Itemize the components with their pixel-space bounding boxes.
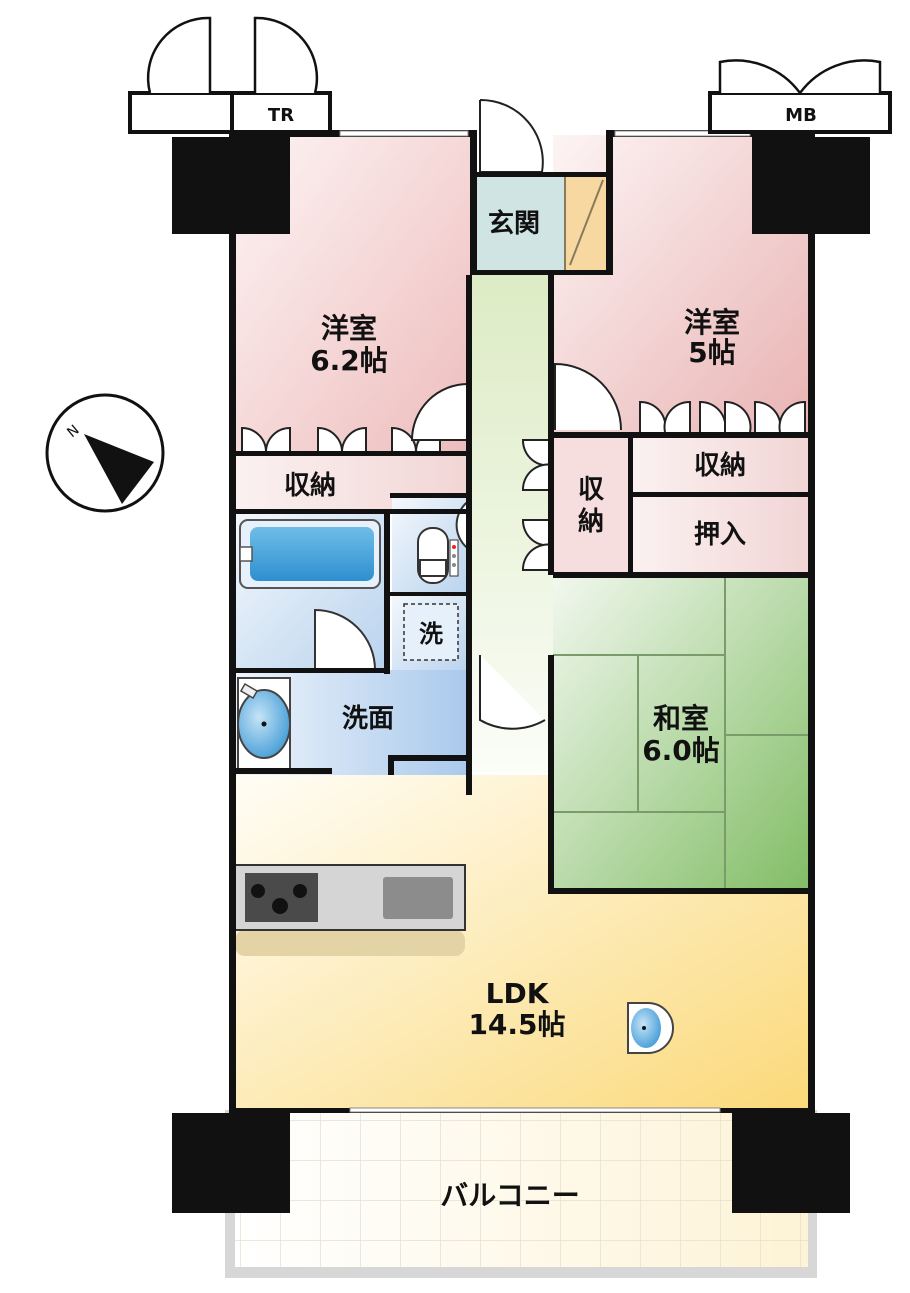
storage-3-floor — [631, 435, 808, 495]
western-room-2-name: 洋室 — [684, 306, 740, 339]
western-room-2-size: 5帖 — [688, 336, 735, 369]
trunk-room-label: TR — [268, 105, 294, 126]
pillar-top-right — [752, 137, 870, 234]
door-swings — [241, 98, 806, 730]
storage-2-label-line1: 収 — [578, 475, 605, 505]
storage-2-floor — [553, 435, 631, 575]
storage-1-label: 収納 — [284, 470, 336, 501]
storage-2-label-line2: 納 — [578, 506, 604, 537]
compass-needle-icon — [84, 434, 154, 504]
meter-box-label: MB — [785, 105, 817, 126]
walls — [172, 130, 870, 1213]
storage-3-label: 収納 — [694, 450, 746, 481]
japanese-room-size: 6.0帖 — [642, 734, 720, 767]
entrance-label: 玄関 — [488, 208, 540, 239]
washroom-label: 洗面 — [342, 704, 394, 734]
pillar-top-left — [172, 137, 290, 234]
ldk-size: 14.5帖 — [468, 1008, 565, 1041]
balcony-label: バルコニー — [440, 1179, 579, 1212]
washer-label: 洗 — [419, 620, 443, 648]
entrance-floor — [470, 175, 565, 272]
oshiire-label: 押入 — [694, 520, 746, 550]
tr-closet — [128, 16, 332, 134]
western-room-1-size: 6.2帖 — [310, 344, 388, 377]
kitchen-sink — [383, 877, 453, 919]
western-room-1-name: 洋室 — [321, 312, 377, 345]
compass: N — [45, 393, 165, 513]
japanese-room-floor — [553, 575, 808, 890]
oshiire-floor — [631, 495, 808, 575]
pillar-bottom-right — [732, 1113, 850, 1213]
pillar-bottom-left — [172, 1113, 290, 1213]
japanese-room-name: 和室 — [653, 702, 709, 735]
ldk-name: LDK — [486, 977, 550, 1010]
tatami-lines — [553, 575, 808, 890]
mb-closet — [708, 59, 892, 134]
washer-box — [403, 603, 459, 661]
